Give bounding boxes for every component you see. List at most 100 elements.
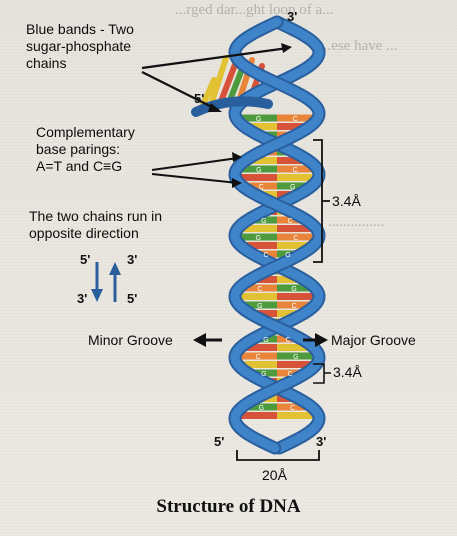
pitch-label: 3.4Å (332, 193, 361, 209)
base-bar-T (277, 157, 309, 164)
base-letter: G (285, 252, 290, 259)
base-bar-C (277, 216, 307, 224)
base-bar-C (242, 182, 277, 190)
base-bar-C (277, 165, 318, 173)
direction-down-top-label: 5' (80, 252, 91, 267)
base-bar-C (277, 301, 315, 309)
base-letter: G (261, 218, 266, 225)
blue-bands-pointer-lower-head (208, 103, 222, 112)
base-bar-G (277, 284, 315, 292)
backbone-strand-1 (230, 17, 324, 453)
base-letter: C (293, 167, 298, 174)
strand-end-top-right: 3' (287, 9, 298, 24)
pairings-pointer-lower (151, 173, 239, 184)
base-bar-A (277, 344, 314, 351)
base-letter: G (256, 167, 261, 174)
base-bar-G (247, 369, 277, 377)
base-bar-T (277, 293, 319, 300)
background-text: ...ese have ... (320, 38, 398, 54)
pairings-pointer-upper-head (232, 152, 242, 162)
direction-down-bottom-label: 3' (77, 291, 88, 306)
background-text: ............... (328, 214, 385, 230)
base-bar-A (235, 293, 277, 300)
major-groove-label: Major Groove (331, 332, 416, 348)
base-bar-G (239, 301, 277, 309)
direction-arrow-up-head (109, 262, 121, 275)
base-bar-C (277, 233, 319, 241)
base-letter: C (257, 286, 262, 293)
base-letter: G (263, 337, 268, 344)
base-letter: G (293, 354, 298, 361)
direction-up-top-label: 3' (127, 252, 138, 267)
base-letter: C (288, 371, 293, 378)
base-letter: G (261, 371, 266, 378)
base-letter: G (290, 184, 295, 191)
base-bar-A (277, 242, 314, 249)
base-letter: C (290, 405, 295, 412)
base-bar-A (237, 361, 277, 368)
base-letter: C (285, 337, 290, 344)
base-letter: G (256, 116, 261, 123)
base-bar-G (247, 216, 277, 224)
base-letter: G (255, 235, 260, 242)
base-bar-T (240, 242, 277, 249)
base-bar-C (235, 352, 277, 360)
base-bar-T (240, 344, 277, 351)
base-letter: C (263, 252, 268, 259)
base-bar-T (277, 225, 317, 232)
base-bar-G (277, 182, 312, 190)
rise-bracket (313, 363, 331, 384)
base-letter: C (259, 184, 264, 191)
strand-end-bottom-right: 3' (316, 434, 327, 449)
pitch-bracket (313, 139, 330, 263)
diameter-label: 20Å (262, 467, 287, 483)
base-bar-G (242, 403, 277, 411)
base-bar-G (235, 233, 277, 241)
annotations (91, 43, 331, 461)
minor-groove-arrow-head (193, 333, 206, 347)
major-groove-arrow-head (315, 333, 328, 347)
base-bar-G (236, 165, 277, 173)
blue-bands-label: Blue bands - Two sugar-phosphate chains (26, 21, 134, 71)
base-letters: G C G C C G G C G C C G C G G C G C C G G C G C (255, 116, 298, 412)
base-bar-C (277, 114, 318, 122)
minor-groove-label: Minor Groove (88, 332, 173, 348)
base-letter: C (288, 218, 293, 225)
base-bar-G (277, 352, 319, 360)
base-letter: G (259, 405, 264, 412)
base-bar-T (235, 174, 277, 181)
backbone-strand-2 (230, 17, 324, 453)
base-bar-A (237, 225, 277, 232)
base-bar-T (277, 123, 310, 130)
base-letter: C (256, 354, 261, 361)
base-letter: C (293, 235, 298, 242)
blue-bands-pointer-upper (141, 46, 289, 70)
base-bar-T (277, 361, 317, 368)
base-letter: G (291, 286, 296, 293)
base-letter: C (293, 116, 298, 123)
base-bar-A (244, 123, 277, 130)
figure-caption: Structure of DNA (156, 496, 301, 517)
base-bar-A (277, 174, 319, 181)
direction-up-bottom-label: 5' (127, 291, 138, 306)
blue-bands-pointer-lower (141, 71, 219, 111)
direction-arrow-down-head (91, 289, 103, 302)
base-bar-C (277, 369, 307, 377)
blue-bands-pointer-upper-head (281, 43, 292, 53)
pairings-pointer-lower-head (232, 178, 242, 188)
base-bar-C (277, 403, 312, 411)
rise-label: 3.4Å (333, 364, 362, 380)
background-text: ...rged dar...ght loop of a... (175, 2, 334, 18)
base-bar-A (277, 412, 319, 419)
base-bar-G (236, 114, 277, 122)
chain-direction-label: The two chains run in opposite direction (29, 208, 163, 241)
base-letter: G (257, 303, 262, 310)
base-bar-A (245, 157, 277, 164)
base-letter: C (292, 303, 297, 310)
strand-end-upper-left: 5' (194, 91, 205, 106)
loose-base-bar (207, 55, 229, 111)
base-pairing-label: Complementary base parings: A=T and C≡G (36, 124, 135, 174)
sugar-phosphate-backbones (191, 15, 326, 455)
pairings-pointer-upper (151, 157, 239, 171)
